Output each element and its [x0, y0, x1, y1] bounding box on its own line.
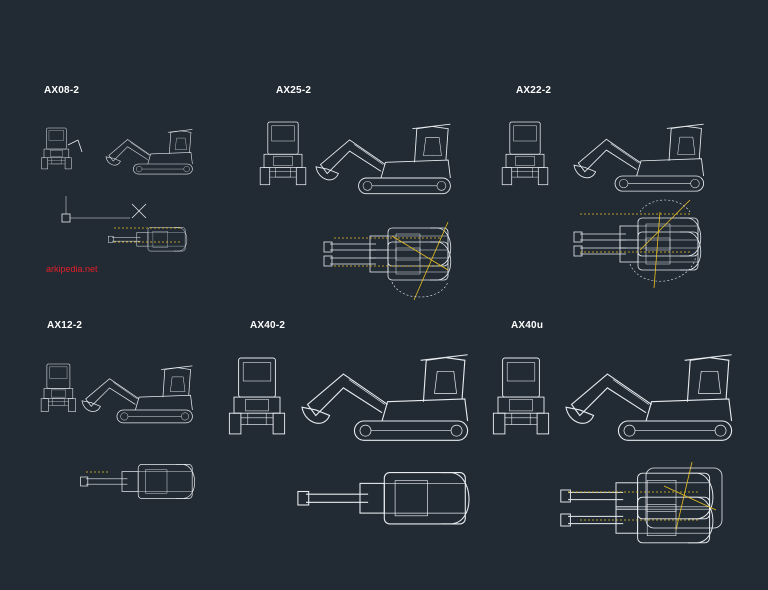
ax08-marker — [61, 213, 71, 223]
ax40u-front-view — [492, 357, 550, 435]
ax12-front-view — [40, 363, 76, 412]
ax22-plan-view — [573, 199, 702, 289]
ax08-plan-view — [108, 227, 188, 252]
ax40-2-side-view — [301, 354, 469, 441]
ax12-plan-view — [80, 464, 196, 499]
model-label-ax08: AX08-2 — [44, 85, 80, 96]
ax12-side-view — [81, 365, 193, 424]
ax25-plan-view — [323, 221, 452, 301]
ax08-side-view — [105, 129, 193, 175]
model-label-ax25: AX25-2 — [276, 85, 312, 96]
ax08-front-view — [41, 127, 72, 170]
model-label-ax12: AX12-2 — [47, 320, 83, 331]
ax40u-side-view — [565, 354, 733, 441]
model-label-ax40-2: AX40-2 — [250, 320, 286, 331]
ax25-side-view — [315, 123, 451, 195]
ax40-2-front-view — [228, 357, 286, 435]
ax22-front-view — [501, 121, 549, 186]
model-label-ax40u: AX40u — [511, 320, 544, 331]
ax40-2-plan-view — [297, 472, 470, 525]
ax40u-plan-view — [560, 461, 723, 544]
model-label-ax22: AX22-2 — [516, 85, 552, 96]
watermark-text: arkipedia.net — [46, 264, 98, 274]
ax25-front-view — [259, 121, 307, 186]
ax22-side-view — [573, 123, 705, 192]
